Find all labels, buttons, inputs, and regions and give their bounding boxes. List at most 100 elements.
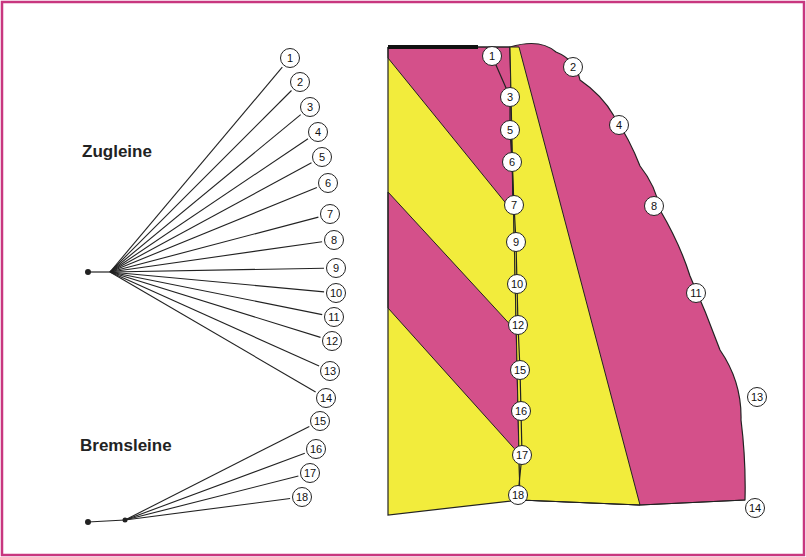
callout-number: 14 bbox=[749, 503, 761, 514]
callout-circle: 11 bbox=[686, 283, 706, 303]
canopy-pink-panel bbox=[510, 43, 745, 505]
callout-number: 17 bbox=[516, 450, 528, 461]
callout-number: 2 bbox=[570, 62, 576, 73]
callout-circle: 6 bbox=[318, 173, 338, 193]
callout-number: 16 bbox=[515, 406, 527, 417]
callout-circle: 11 bbox=[324, 307, 344, 327]
suspension-line bbox=[110, 67, 282, 272]
callout-number: 12 bbox=[512, 320, 524, 331]
callout-circle: 9 bbox=[326, 258, 346, 278]
callout-circle: 6 bbox=[502, 152, 522, 172]
suspension-line bbox=[110, 272, 322, 315]
callout-number: 18 bbox=[296, 492, 308, 503]
callout-number: 15 bbox=[314, 416, 326, 427]
suspension-line bbox=[125, 499, 290, 521]
suspension-line bbox=[125, 476, 298, 520]
callout-number: 1 bbox=[489, 51, 495, 62]
canopy-yellow-panel bbox=[388, 47, 520, 515]
callout-number: 8 bbox=[651, 201, 657, 212]
callout-number: 7 bbox=[511, 200, 517, 211]
suspension-line bbox=[110, 268, 324, 272]
callout-number: 3 bbox=[507, 92, 513, 103]
callout-circle: 15 bbox=[510, 360, 530, 380]
callout-number: 3 bbox=[307, 102, 313, 113]
callout-circle: 16 bbox=[511, 401, 531, 421]
callout-circle: 3 bbox=[500, 87, 520, 107]
line-group-label: Bremsleine bbox=[80, 436, 172, 456]
callout-circle: 8 bbox=[644, 196, 664, 216]
callout-circle: 2 bbox=[563, 57, 583, 77]
callout-circle: 16 bbox=[306, 439, 326, 459]
callout-number: 10 bbox=[511, 279, 523, 290]
callout-circle: 18 bbox=[292, 487, 312, 507]
callout-circle: 10 bbox=[507, 274, 527, 294]
callout-circle: 14 bbox=[316, 388, 336, 408]
callout-number: 13 bbox=[324, 366, 336, 377]
suspension-line bbox=[110, 163, 312, 272]
line-root bbox=[88, 520, 125, 522]
callout-number: 11 bbox=[328, 312, 339, 323]
callout-number: 9 bbox=[513, 237, 519, 248]
callout-number: 4 bbox=[616, 120, 622, 131]
callout-number: 17 bbox=[304, 468, 316, 479]
callout-circle: 5 bbox=[312, 147, 332, 167]
suspension-line bbox=[110, 188, 317, 273]
callout-circle: 3 bbox=[300, 97, 320, 117]
callout-number: 2 bbox=[297, 77, 303, 88]
line-group-label: Zugleine bbox=[82, 142, 152, 162]
callout-circle: 12 bbox=[508, 315, 528, 335]
line-root bbox=[88, 271, 110, 272]
callout-number: 6 bbox=[325, 178, 331, 189]
callout-circle: 14 bbox=[745, 498, 765, 518]
suspension-line bbox=[110, 272, 316, 392]
callout-number: 16 bbox=[310, 444, 322, 455]
canopy-pink-panel bbox=[388, 192, 521, 456]
callout-circle: 13 bbox=[320, 361, 340, 381]
canopy-yellow-panel bbox=[510, 47, 640, 505]
callout-number: 18 bbox=[512, 490, 524, 501]
callout-number: 7 bbox=[327, 209, 333, 220]
callout-circle: 17 bbox=[300, 463, 320, 483]
line-root-dot bbox=[85, 269, 91, 275]
callout-number: 5 bbox=[319, 152, 325, 163]
callout-circle: 18 bbox=[508, 485, 528, 505]
suspension-line bbox=[110, 272, 321, 337]
callout-circle: 8 bbox=[324, 230, 344, 250]
callout-circle: 5 bbox=[500, 120, 520, 140]
callout-circle: 9 bbox=[506, 232, 526, 252]
suspension-line bbox=[110, 272, 319, 366]
callout-number: 5 bbox=[507, 125, 513, 136]
callout-number: 10 bbox=[330, 288, 342, 299]
callout-number: 13 bbox=[751, 392, 763, 403]
callout-circle: 12 bbox=[322, 331, 342, 351]
callout-number: 6 bbox=[509, 157, 515, 168]
canopy-leading-edge bbox=[388, 45, 478, 49]
callout-number: 11 bbox=[690, 288, 701, 299]
callout-circle: 4 bbox=[308, 122, 328, 142]
suspension-line bbox=[110, 217, 318, 272]
callout-number: 4 bbox=[315, 127, 321, 138]
callout-number: 8 bbox=[331, 235, 337, 246]
callout-circle: 1 bbox=[280, 48, 300, 68]
callout-circle: 15 bbox=[310, 411, 330, 431]
callout-circle: 7 bbox=[504, 195, 524, 215]
callout-circle: 7 bbox=[320, 204, 340, 224]
callout-circle: 1 bbox=[482, 46, 502, 66]
canopy-pink-panel bbox=[388, 47, 513, 212]
suspension-line bbox=[125, 453, 305, 520]
callout-circle: 10 bbox=[326, 283, 346, 303]
callout-number: 15 bbox=[514, 365, 526, 376]
callout-circle: 17 bbox=[512, 445, 532, 465]
callout-number: 1 bbox=[287, 53, 293, 64]
suspension-line bbox=[110, 242, 322, 272]
callout-number: 14 bbox=[320, 393, 332, 404]
callout-number: 12 bbox=[326, 336, 338, 347]
suspension-line bbox=[110, 91, 292, 273]
callout-circle: 13 bbox=[747, 387, 767, 407]
line-root-dot bbox=[85, 519, 91, 525]
canopy-outline bbox=[388, 47, 745, 515]
callout-circle: 2 bbox=[290, 72, 310, 92]
